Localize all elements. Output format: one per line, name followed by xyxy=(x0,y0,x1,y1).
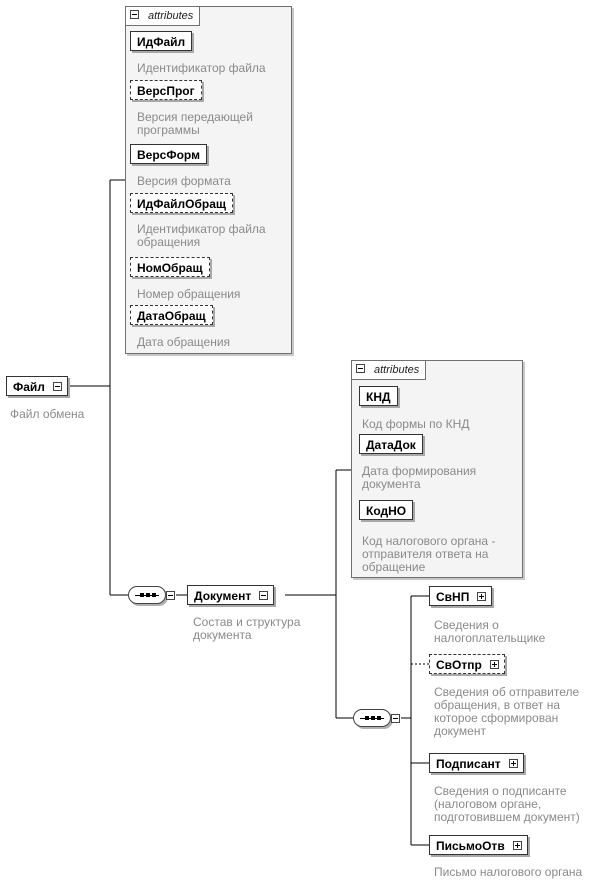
element-pismootv-label: ПисьмоОтв xyxy=(436,839,505,853)
attr-datadok[interactable]: ДатаДок xyxy=(359,434,423,454)
root-attributes-title: attributes xyxy=(148,10,194,22)
element-svnp-desc: Сведения о налогоплательщике xyxy=(434,618,546,645)
element-podpisant-desc: Сведения о подписанте (налоговом органе,… xyxy=(434,784,580,824)
attr-kodno-desc: Код налогового органа - отправителя отве… xyxy=(362,534,496,574)
attr-knd-desc: Код формы по КНД xyxy=(362,417,470,431)
attr-versprog-desc: Версия передающей программы xyxy=(137,110,253,137)
attr-kodno[interactable]: КодНО xyxy=(359,500,414,520)
element-svotpr-desc: Сведения об отправителе обращения, в отв… xyxy=(434,685,580,738)
root-element-label: Файл xyxy=(13,380,45,394)
element-dokument-label: Документ xyxy=(194,589,252,603)
attr-idfailobrash-desc: Идентификатор файла обращения xyxy=(137,222,266,249)
element-svotpr[interactable]: СвОтпр xyxy=(429,654,505,674)
element-svnp-label: СвНП xyxy=(436,590,470,604)
attr-idfailobrash[interactable]: ИдФайлОбращ xyxy=(130,193,234,213)
document-attributes-header: attributes xyxy=(352,361,427,380)
sequence-compositor-inner[interactable] xyxy=(353,709,391,727)
element-svnp[interactable]: СвНП xyxy=(429,586,493,606)
collapse-icon[interactable] xyxy=(130,10,139,19)
attr-idfail-desc: Идентификатор файла xyxy=(137,61,266,75)
collapse-icon[interactable] xyxy=(166,591,175,600)
element-pismootv[interactable]: ПисьмоОтв xyxy=(429,835,528,855)
attr-versform[interactable]: ВерсФорм xyxy=(130,144,207,164)
expand-icon[interactable] xyxy=(508,759,518,768)
expand-icon[interactable] xyxy=(477,592,487,601)
expand-icon[interactable] xyxy=(489,660,499,669)
element-podpisant-label: Подписант xyxy=(436,757,501,771)
attr-nomobrash[interactable]: НомОбращ xyxy=(130,257,210,277)
collapse-icon[interactable] xyxy=(259,591,269,600)
attr-nomobrash-desc: Номер обращения xyxy=(137,287,241,301)
attr-dataobrash-desc: Дата обращения xyxy=(137,335,231,349)
root-element-desc: Файл обмена xyxy=(10,407,85,421)
element-svotpr-label: СвОтпр xyxy=(436,658,482,672)
element-dokument-desc: Состав и структура документа xyxy=(193,615,301,642)
expand-icon[interactable] xyxy=(512,841,522,850)
attr-dataobrash[interactable]: ДатаОбращ xyxy=(130,305,213,325)
attr-knd[interactable]: КНД xyxy=(359,386,398,406)
collapse-icon[interactable] xyxy=(356,364,365,373)
element-podpisant[interactable]: Подписант xyxy=(429,753,524,773)
element-dokument[interactable]: Документ xyxy=(187,585,275,605)
root-attributes-group: attributes xyxy=(125,6,292,354)
element-pismootv-desc: Письмо налогового органа xyxy=(434,865,583,879)
collapse-icon[interactable] xyxy=(391,714,400,723)
root-element-fail[interactable]: Файл xyxy=(6,376,68,396)
attr-versform-desc: Версия формата xyxy=(137,174,231,188)
sequence-compositor[interactable] xyxy=(128,586,166,604)
document-attributes-title: attributes xyxy=(374,364,420,376)
collapse-icon[interactable] xyxy=(52,382,62,391)
attr-idfail[interactable]: ИдФайл xyxy=(130,31,193,51)
root-attributes-header: attributes xyxy=(126,7,201,26)
attr-versprog[interactable]: ВерсПрог xyxy=(130,80,202,100)
attr-datadok-desc: Дата формирования документа xyxy=(362,464,477,491)
